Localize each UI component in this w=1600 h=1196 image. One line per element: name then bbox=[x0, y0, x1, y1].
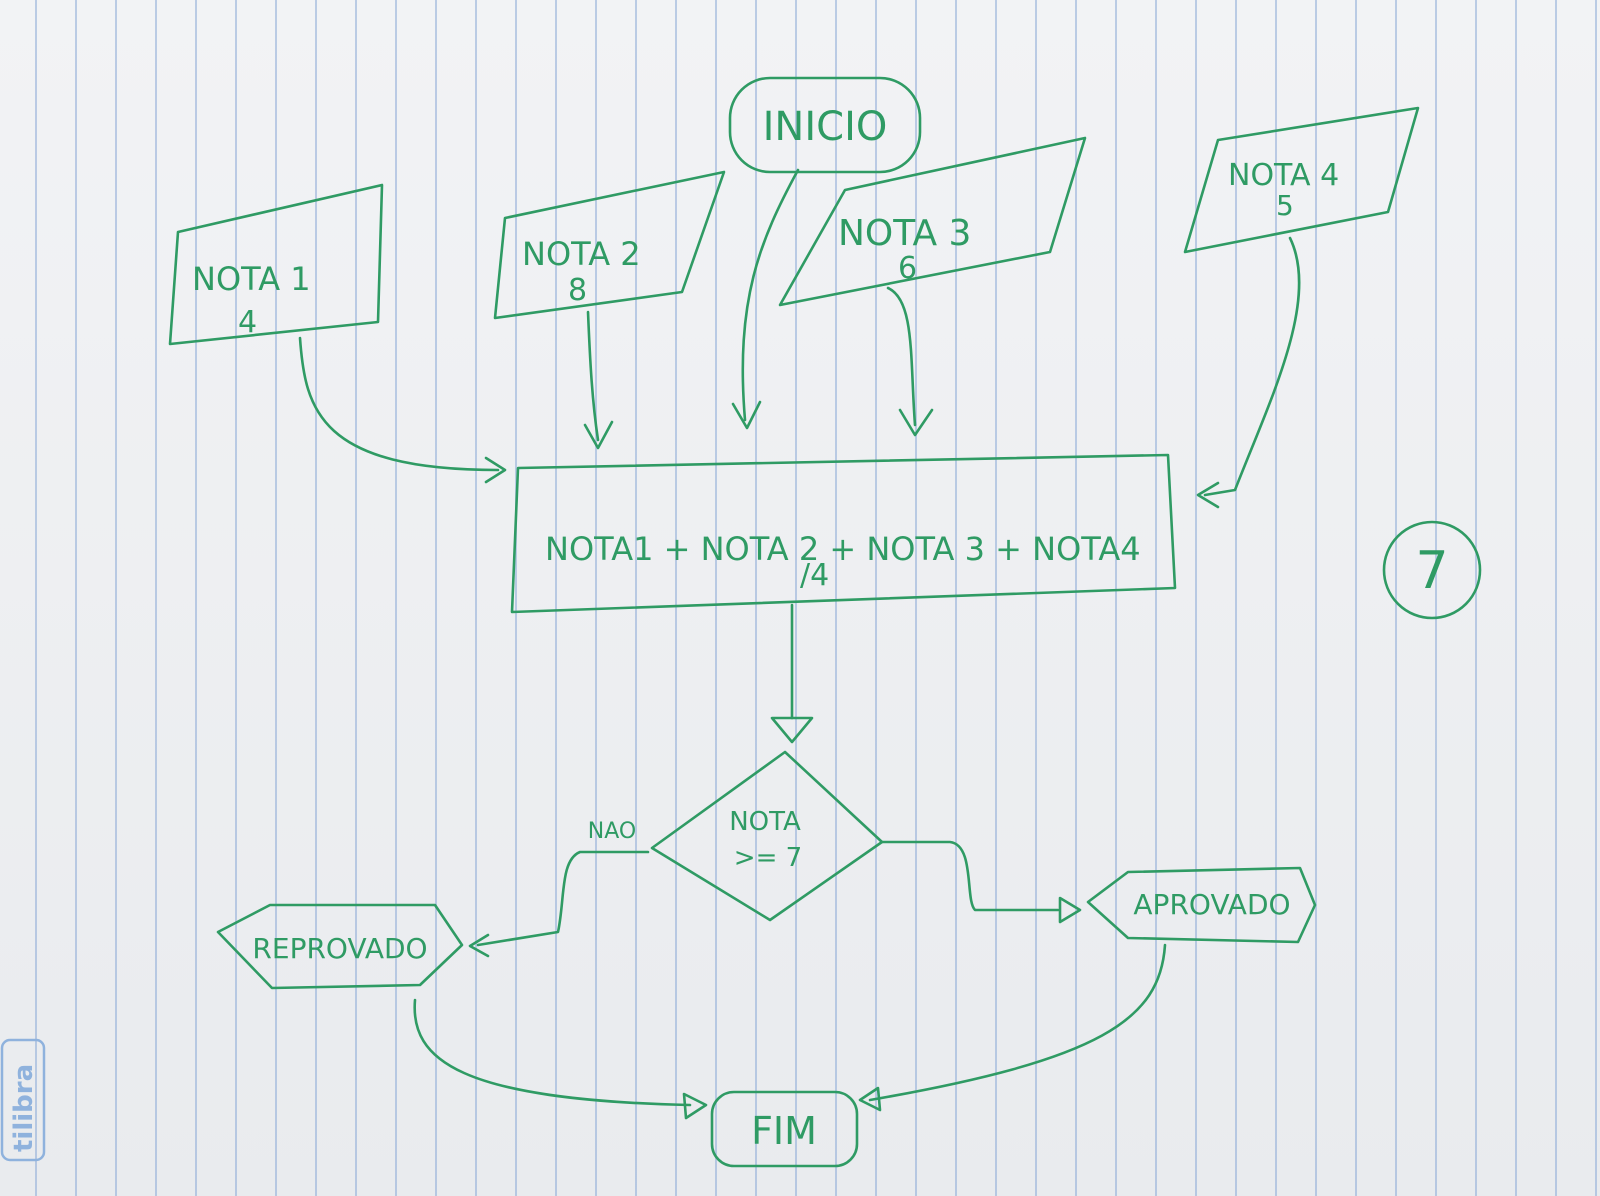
input-nota2-label: NOTA 2 bbox=[522, 235, 641, 273]
arrowhead-nota2 bbox=[583, 420, 614, 450]
grade-value: 7 bbox=[1415, 541, 1448, 601]
end-shape bbox=[710, 1090, 859, 1168]
arrow-nota1-to-process bbox=[298, 336, 500, 472]
input-nota3-label: NOTA 3 bbox=[838, 213, 971, 254]
decision-shape bbox=[650, 750, 884, 922]
input-nota3: NOTA 3 6 bbox=[778, 136, 1087, 307]
process-divisor: /4 bbox=[800, 558, 829, 593]
arrowhead-nota4 bbox=[1196, 481, 1220, 509]
input-nota1-shape bbox=[168, 183, 384, 346]
arrow-nota2-to-process bbox=[586, 310, 600, 442]
arrow-fail-to-end bbox=[413, 998, 692, 1107]
arrow-nota4-to-process bbox=[1203, 236, 1301, 497]
arrowhead-end-left bbox=[682, 1092, 708, 1120]
end-label: FIM bbox=[751, 1109, 817, 1153]
notebook-brand: tilibra bbox=[0, 1038, 46, 1162]
output-fail: REPROVADO bbox=[216, 903, 464, 990]
arrowhead-pass bbox=[1058, 896, 1082, 924]
arrow-pass-to-end bbox=[868, 943, 1167, 1102]
start-terminator: INICIO bbox=[728, 76, 922, 174]
input-nota4-label: NOTA 4 bbox=[1228, 158, 1339, 193]
decision-line1: NOTA bbox=[729, 807, 801, 837]
start-label: INICIO bbox=[763, 104, 888, 150]
output-pass-label: APROVADO bbox=[1133, 888, 1290, 921]
arrow-nota3-to-process bbox=[886, 286, 917, 427]
input-nota1: NOTA 1 4 bbox=[168, 183, 384, 346]
input-nota4: NOTA 4 5 bbox=[1183, 106, 1420, 254]
decision-nota: NOTA >= 7 NAO bbox=[588, 750, 884, 922]
arrowhead-start bbox=[731, 400, 762, 430]
arrowhead-fail bbox=[468, 933, 490, 958]
input-nota4-value: 5 bbox=[1276, 189, 1294, 222]
process-shape bbox=[510, 453, 1177, 614]
decision-line2: >= 7 bbox=[734, 843, 802, 873]
input-nota2: NOTA 2 8 bbox=[493, 170, 726, 320]
output-fail-shape bbox=[216, 903, 464, 990]
brand-label: tilibra bbox=[9, 1064, 39, 1152]
arrow-start-to-process bbox=[741, 168, 800, 422]
input-nota1-value: 4 bbox=[238, 305, 257, 340]
brand-frame bbox=[0, 1038, 46, 1162]
output-pass-shape bbox=[1086, 866, 1317, 944]
arrowhead-end-right bbox=[858, 1086, 882, 1112]
arrowhead-nota3 bbox=[898, 408, 934, 437]
arrowhead-decision bbox=[770, 716, 814, 744]
grade-circle bbox=[1382, 520, 1482, 620]
input-nota1-label: NOTA 1 bbox=[192, 260, 311, 298]
end-terminator: FIM bbox=[710, 1090, 859, 1168]
process-average: NOTA1 + NOTA 2 + NOTA 3 + NOTA4 /4 bbox=[510, 453, 1177, 614]
process-formula: NOTA1 + NOTA 2 + NOTA 3 + NOTA4 bbox=[545, 530, 1141, 568]
output-fail-label: REPROVADO bbox=[252, 932, 427, 965]
input-nota3-shape bbox=[778, 136, 1087, 307]
arrow-yes-to-pass bbox=[880, 840, 1060, 912]
arrowhead-nota1 bbox=[484, 456, 507, 484]
input-nota3-value: 6 bbox=[898, 251, 917, 286]
decision-no-label: NAO bbox=[588, 819, 636, 844]
connectors bbox=[298, 168, 1301, 1120]
input-nota2-value: 8 bbox=[568, 273, 587, 308]
arrow-no-to-fail bbox=[476, 850, 650, 947]
output-pass: APROVADO bbox=[1086, 866, 1317, 944]
grade-mark: 7 bbox=[1382, 520, 1482, 620]
input-nota4-shape bbox=[1183, 106, 1420, 254]
input-nota2-shape bbox=[493, 170, 726, 320]
start-shape bbox=[728, 76, 922, 174]
